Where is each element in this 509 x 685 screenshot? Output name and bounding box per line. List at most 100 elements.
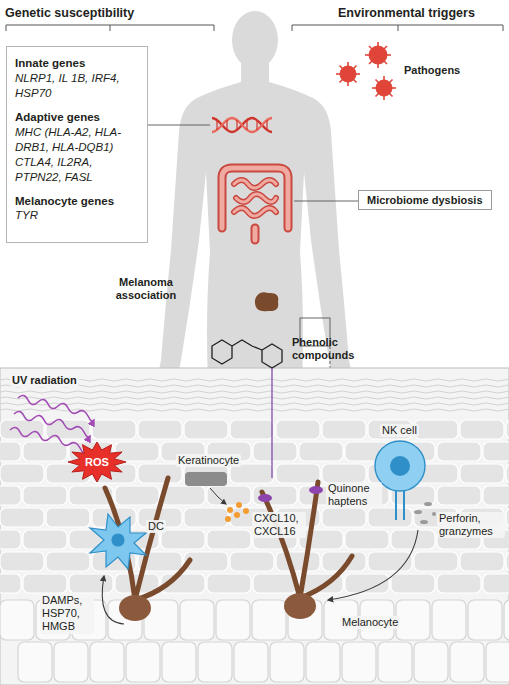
skin-cell [414, 420, 458, 439]
trigger-label: Melanoma association [100, 276, 192, 302]
skin-cell [207, 574, 251, 593]
skin-cell [506, 508, 509, 527]
arrow [328, 530, 418, 600]
skin-cell [198, 642, 232, 682]
cell-label: Melanocyte [340, 616, 400, 629]
skin-cell [92, 420, 136, 439]
molecule-label: Quinone haptens [326, 482, 382, 508]
skin-cell [253, 442, 297, 461]
skin-cell [0, 600, 34, 640]
stratum-line [0, 391, 509, 393]
hapten-marks [258, 486, 323, 502]
skin-cell [184, 508, 228, 527]
node-label: Microbiome dysbiosis [367, 194, 483, 206]
skin-cell [276, 420, 320, 439]
skin-cell [216, 600, 250, 640]
skin-cell [368, 508, 412, 527]
keratinocyte-cell [185, 472, 227, 486]
cell-label: DC [146, 520, 166, 533]
ros-burst: ROS [68, 442, 126, 482]
skin-panel [0, 368, 509, 685]
trigger-label: Phenolic compounds [292, 336, 376, 362]
skin-cell [46, 508, 90, 527]
molecule-label: Perforin, granzymes [437, 512, 505, 538]
gene-names: TYR [15, 208, 139, 223]
group-heading: Innate genes [15, 56, 139, 71]
nk-cell [375, 441, 425, 520]
skin-cell [234, 642, 268, 682]
skin-cell [506, 552, 509, 571]
trigger-label: UV radiation [10, 374, 79, 387]
arrow [102, 576, 124, 624]
skin-cell [161, 530, 205, 549]
skin-cell [504, 600, 509, 640]
skin-cell [483, 486, 509, 505]
chemokine-dots [225, 502, 249, 522]
group-heading: Adaptive genes [15, 110, 139, 125]
skin-cell [54, 642, 88, 682]
skin-layers [0, 379, 509, 682]
skin-cell [138, 464, 182, 483]
stratum-line [0, 409, 509, 411]
skin-cell [180, 600, 214, 640]
skin-cell [468, 600, 502, 640]
skin-cell [0, 574, 21, 593]
skin-cell [486, 642, 509, 682]
skin-cell [391, 574, 435, 593]
skin-cell [483, 442, 509, 461]
skin-cell [306, 642, 340, 682]
skin-cell [322, 508, 366, 527]
gene-names: MHC (HLA-A2, HLA-DRB1, HLA-DQB1) CTLA4, … [15, 125, 139, 185]
dna-icon [212, 118, 272, 132]
skin-cell [23, 486, 67, 505]
leader-line [148, 125, 210, 126]
skin-cell [252, 600, 286, 640]
gene-names: NLRP1, IL 1B, IRF4, HSP70 [15, 71, 139, 101]
dendritic-cell [90, 514, 146, 569]
bracket [6, 25, 214, 31]
skin-cell [23, 574, 67, 593]
skin-cell [437, 574, 481, 593]
skin-cell [161, 486, 205, 505]
skin-cell [90, 642, 124, 682]
intestine-icon [222, 168, 288, 240]
trigger-label: Pathogens [404, 64, 460, 77]
skin-cell [230, 552, 274, 571]
skin-cell [414, 642, 448, 682]
skin-cell [506, 420, 509, 439]
skin-cell [18, 642, 52, 682]
skin-cell [437, 486, 481, 505]
skin-cell [253, 574, 297, 593]
skin-cell [115, 486, 159, 505]
skin-cell [460, 420, 504, 439]
skin-cell [69, 574, 113, 593]
cell-label: NK cell [380, 424, 419, 437]
skin-cell [506, 464, 509, 483]
skin-cell [253, 486, 297, 505]
group-heading: Melanocyte genes [15, 194, 139, 209]
skin-cell [138, 420, 182, 439]
skin-cell [437, 442, 481, 461]
section-heading: Environmental triggers [338, 6, 475, 21]
skin-cell [276, 552, 320, 571]
molecule-label: CXCL10, CXCL16 [252, 512, 306, 538]
skin-cell [46, 552, 90, 571]
skin-cell [0, 552, 44, 571]
skin-cell [207, 486, 251, 505]
stratum-line [0, 397, 509, 399]
skin-cell [184, 420, 228, 439]
melanoma-lesion [255, 292, 278, 311]
perforin-granules [414, 502, 436, 524]
bracket [292, 25, 503, 31]
skin-cell [230, 420, 274, 439]
label-box: Microbiome dysbiosis [358, 190, 492, 210]
skin-cell [0, 464, 44, 483]
skin-cell [378, 642, 412, 682]
skin-cell [391, 530, 435, 549]
skin-cell [0, 420, 44, 439]
skin-cell [0, 530, 21, 549]
melanocyte-cells [105, 478, 352, 600]
melanocyte-body [119, 595, 151, 621]
skin-cell [322, 420, 366, 439]
skin-cell [23, 442, 67, 461]
